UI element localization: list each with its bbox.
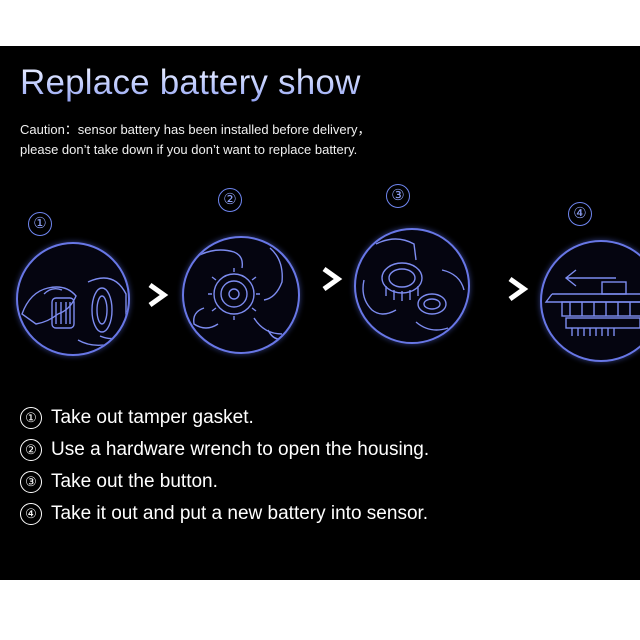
circled-number-icon: ④ [20, 503, 42, 525]
next-step-arrow-icon [322, 266, 343, 292]
step-2-illustration [182, 236, 300, 354]
circled-number-icon: ② [20, 439, 42, 461]
next-step-arrow-icon [148, 282, 169, 308]
instruction-text: Use a hardware wrench to open the housin… [51, 439, 430, 460]
instruction-item: ④ Take it out and put a new battery into… [20, 498, 620, 530]
instruction-text: Take it out and put a new battery into s… [51, 503, 429, 524]
step-2-number-icon: ② [218, 188, 242, 212]
step-4-illustration [540, 240, 640, 362]
instruction-item: ① Take out tamper gasket. [20, 402, 620, 434]
step-3-illustration [354, 228, 470, 344]
page-title: Replace battery show [20, 63, 361, 102]
circled-number-icon: ① [20, 407, 42, 429]
instruction-item: ③ Take out the button. [20, 466, 620, 498]
open-housing-wrench-icon [193, 247, 285, 340]
caution-line-2: please don’t take down if you don’t want… [20, 142, 358, 157]
instruction-text: Take out tamper gasket. [51, 407, 254, 428]
caution-line-1: Caution：sensor battery has been installe… [20, 122, 371, 137]
take-out-button-icon [362, 238, 465, 331]
instruction-list: ① Take out tamper gasket. ② Use a hardwa… [20, 402, 620, 530]
insert-new-battery-icon [544, 269, 640, 336]
instruction-item: ② Use a hardware wrench to open the hous… [20, 434, 620, 466]
instruction-panel: Replace battery show Caution：sensor batt… [0, 46, 640, 580]
circled-number-icon: ③ [20, 471, 42, 493]
step-1-number-icon: ① [28, 212, 52, 236]
step-1-illustration [16, 242, 130, 356]
caution-note: Caution：sensor battery has been installe… [20, 120, 580, 160]
step-4-number-icon: ④ [568, 202, 592, 226]
remove-tamper-gasket-icon [21, 277, 127, 347]
instruction-text: Take out the button. [51, 471, 218, 492]
step-3-number-icon: ③ [386, 184, 410, 208]
next-step-arrow-icon [508, 276, 529, 302]
